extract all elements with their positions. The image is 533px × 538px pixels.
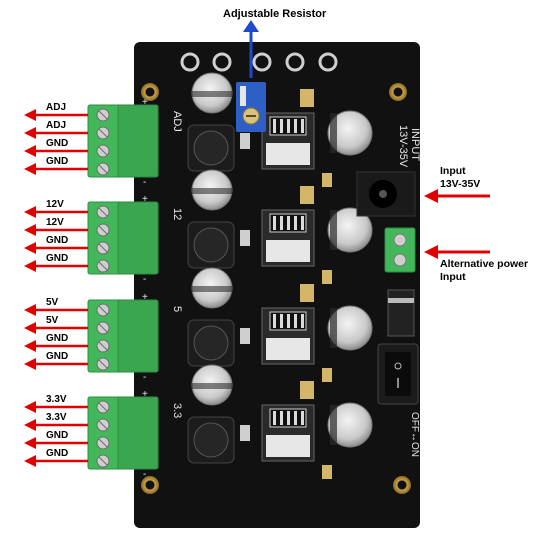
dc-barrel-jack xyxy=(356,171,416,217)
alt-power-terminal xyxy=(384,227,416,273)
output-arrow xyxy=(24,437,88,449)
output-pin-label: 12V xyxy=(46,199,64,210)
inductor xyxy=(187,319,235,367)
output-pin-label: GND xyxy=(46,235,69,246)
output-terminal-block xyxy=(87,201,159,275)
smd-component xyxy=(300,284,314,302)
smd-component xyxy=(322,465,332,479)
mounting-hole xyxy=(141,476,159,494)
mounting-hole xyxy=(393,476,411,494)
silk-minus: - xyxy=(143,274,147,285)
regulator-ic xyxy=(261,112,315,170)
smd-component xyxy=(322,368,332,382)
output-arrow xyxy=(24,127,88,139)
output-pin-label: GND xyxy=(46,156,69,167)
output-pin-label: 3.3V xyxy=(46,394,67,405)
regulator-ic xyxy=(261,307,315,365)
large-capacitor xyxy=(327,305,373,351)
output-pin-label: GND xyxy=(46,351,69,362)
silk-minus: - xyxy=(143,372,147,383)
mounting-hole xyxy=(141,83,159,101)
inductor xyxy=(187,416,235,464)
large-capacitor xyxy=(327,402,373,448)
alt-power-label: Alternative power xyxy=(440,258,529,270)
electrolytic-capacitor xyxy=(191,72,233,114)
electrolytic-capacitor xyxy=(191,364,233,406)
potentiometer xyxy=(236,82,266,132)
output-arrow xyxy=(24,224,88,236)
output-pin-label: 5V xyxy=(46,315,59,326)
silk-plus: + xyxy=(142,389,148,400)
smd-component xyxy=(322,173,332,187)
smd-component xyxy=(240,425,250,441)
output-pin-label: ADJ xyxy=(46,102,67,113)
electrolytic-capacitor xyxy=(191,169,233,211)
output-pin-label: GND xyxy=(46,430,69,441)
output-pin-label: GND xyxy=(46,448,69,459)
output-pin-label: 5V xyxy=(46,297,59,308)
output-pin-label: GND xyxy=(46,253,69,264)
adjustable-resistor-arrow xyxy=(243,20,259,78)
output-arrow xyxy=(24,163,88,175)
output-arrow xyxy=(24,358,88,370)
silk-plus: + xyxy=(142,292,148,303)
output-arrow xyxy=(24,455,88,467)
output-arrow xyxy=(24,304,88,316)
smd-component xyxy=(300,381,314,399)
output-pin-label: GND xyxy=(46,138,69,149)
mounting-hole xyxy=(389,83,407,101)
output-arrow xyxy=(24,145,88,157)
silk-switch-label: OFF↔ON xyxy=(409,412,420,457)
output-arrow xyxy=(24,206,88,218)
output-arrow xyxy=(24,340,88,352)
output-pin-label: 12V xyxy=(46,217,64,228)
smd-component xyxy=(240,328,250,344)
silk-output-label: 3.3 xyxy=(171,403,183,419)
smd-component xyxy=(240,230,250,246)
output-pin-label: GND xyxy=(46,333,69,344)
silk-plus: + xyxy=(142,194,148,205)
power-switch xyxy=(377,343,419,405)
silk-output-label: ADJ xyxy=(171,111,183,132)
large-capacitor xyxy=(327,110,373,156)
output-arrow xyxy=(24,322,88,334)
silk-input-label: INPUT xyxy=(409,128,421,161)
diode xyxy=(387,289,415,337)
smd-component xyxy=(300,186,314,204)
output-arrow xyxy=(24,109,88,121)
output-terminal-block xyxy=(87,104,159,178)
input-label: Input xyxy=(440,165,466,177)
electrolytic-capacitor xyxy=(191,267,233,309)
adjustable-resistor-label: Adjustable Resistor xyxy=(223,8,327,20)
smd-component xyxy=(322,270,332,284)
silk-output-label: 5 xyxy=(171,306,183,313)
smd-component xyxy=(300,89,314,107)
input-range-label: 13V-35V xyxy=(440,178,481,190)
silk-input-range: 13V-35V xyxy=(397,125,409,168)
silk-output-label: 12 xyxy=(171,208,183,221)
inductor xyxy=(187,124,235,172)
alt-power-label-2: Input xyxy=(440,271,466,283)
output-terminal-block xyxy=(87,396,159,470)
output-pin-label: ADJ xyxy=(46,120,67,131)
large-capacitor xyxy=(327,207,373,253)
output-pin-label: 3.3V xyxy=(46,412,67,423)
silk-minus: - xyxy=(143,177,147,188)
output-terminal-block xyxy=(87,299,159,373)
output-arrow xyxy=(24,419,88,431)
silk-plus: + xyxy=(142,97,148,108)
output-arrow xyxy=(24,401,88,413)
output-arrow xyxy=(24,242,88,254)
output-arrow xyxy=(24,260,88,272)
silk-minus: - xyxy=(143,469,147,480)
regulator-ic xyxy=(261,404,315,462)
inductor xyxy=(187,221,235,269)
alt-power-arrow xyxy=(424,245,490,259)
input-arrow xyxy=(424,189,490,203)
top-header-pads xyxy=(180,52,338,72)
smd-component xyxy=(240,133,250,149)
regulator-ic xyxy=(261,209,315,267)
